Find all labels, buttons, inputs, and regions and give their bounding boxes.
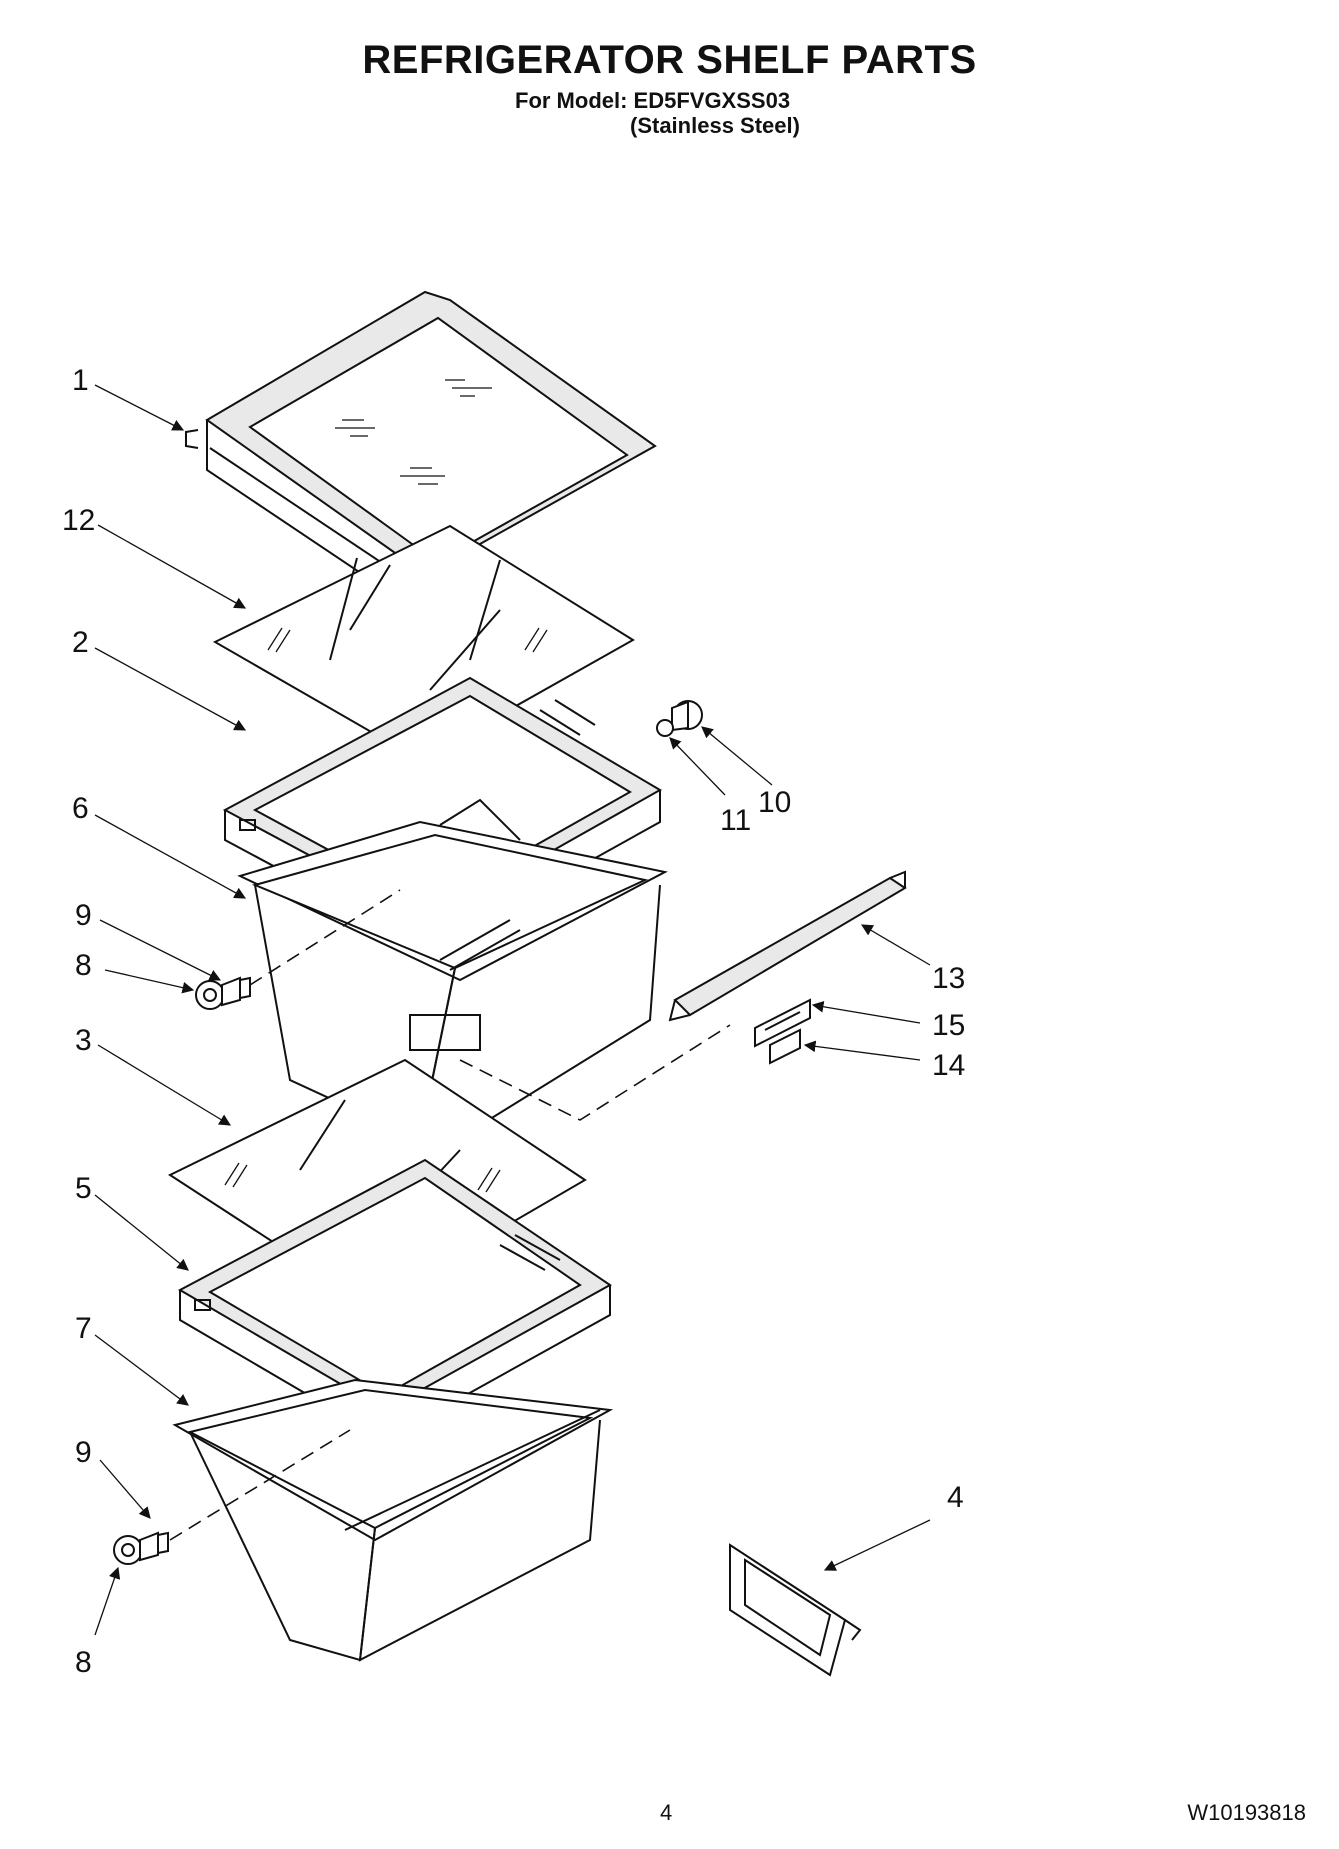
callout-15: 15	[932, 1009, 965, 1042]
part-12-glass-shelf	[212, 524, 635, 762]
part-14-15-badge-clip	[754, 998, 811, 1065]
callout-12: 12	[62, 504, 95, 537]
callout-4: 4	[947, 1481, 964, 1514]
document-number: W10193818	[1187, 1800, 1306, 1825]
callout-7: 7	[75, 1312, 92, 1345]
callout-13: 13	[932, 962, 965, 995]
part-5-shelf-frame	[177, 1158, 612, 1442]
callout-10: 10	[758, 786, 791, 819]
callout-9-upper: 9	[75, 899, 92, 932]
callout-leaders	[94, 384, 931, 1636]
callout-5: 5	[75, 1172, 92, 1205]
callout-9-lower: 9	[75, 1436, 92, 1469]
callout-11: 11	[720, 804, 751, 837]
finish-label: (Stainless Steel)	[630, 113, 800, 138]
dashed-leaders	[169, 889, 731, 1541]
part-8-9-roller-upper	[195, 976, 251, 1010]
part-13-drawer-trim	[668, 870, 907, 1022]
page-title: REFRIGERATOR SHELF PARTS	[362, 38, 977, 82]
page-number: 4	[660, 1800, 673, 1825]
callout-3: 3	[75, 1024, 92, 1057]
callout-6: 6	[72, 792, 89, 825]
callout-2: 2	[72, 626, 89, 659]
callout-8-upper: 8	[75, 949, 92, 982]
part-4-light-lens	[729, 1543, 862, 1677]
model-label: For Model: ED5FVGXSS03	[515, 88, 791, 113]
part-7-crisper-drawer	[172, 1378, 614, 1662]
callout-1: 1	[72, 364, 89, 397]
part-8-9-roller-lower	[113, 1531, 169, 1565]
part-10-11-roller-screw	[656, 700, 703, 737]
callout-14: 14	[932, 1049, 965, 1082]
callout-8-lower: 8	[75, 1646, 92, 1679]
